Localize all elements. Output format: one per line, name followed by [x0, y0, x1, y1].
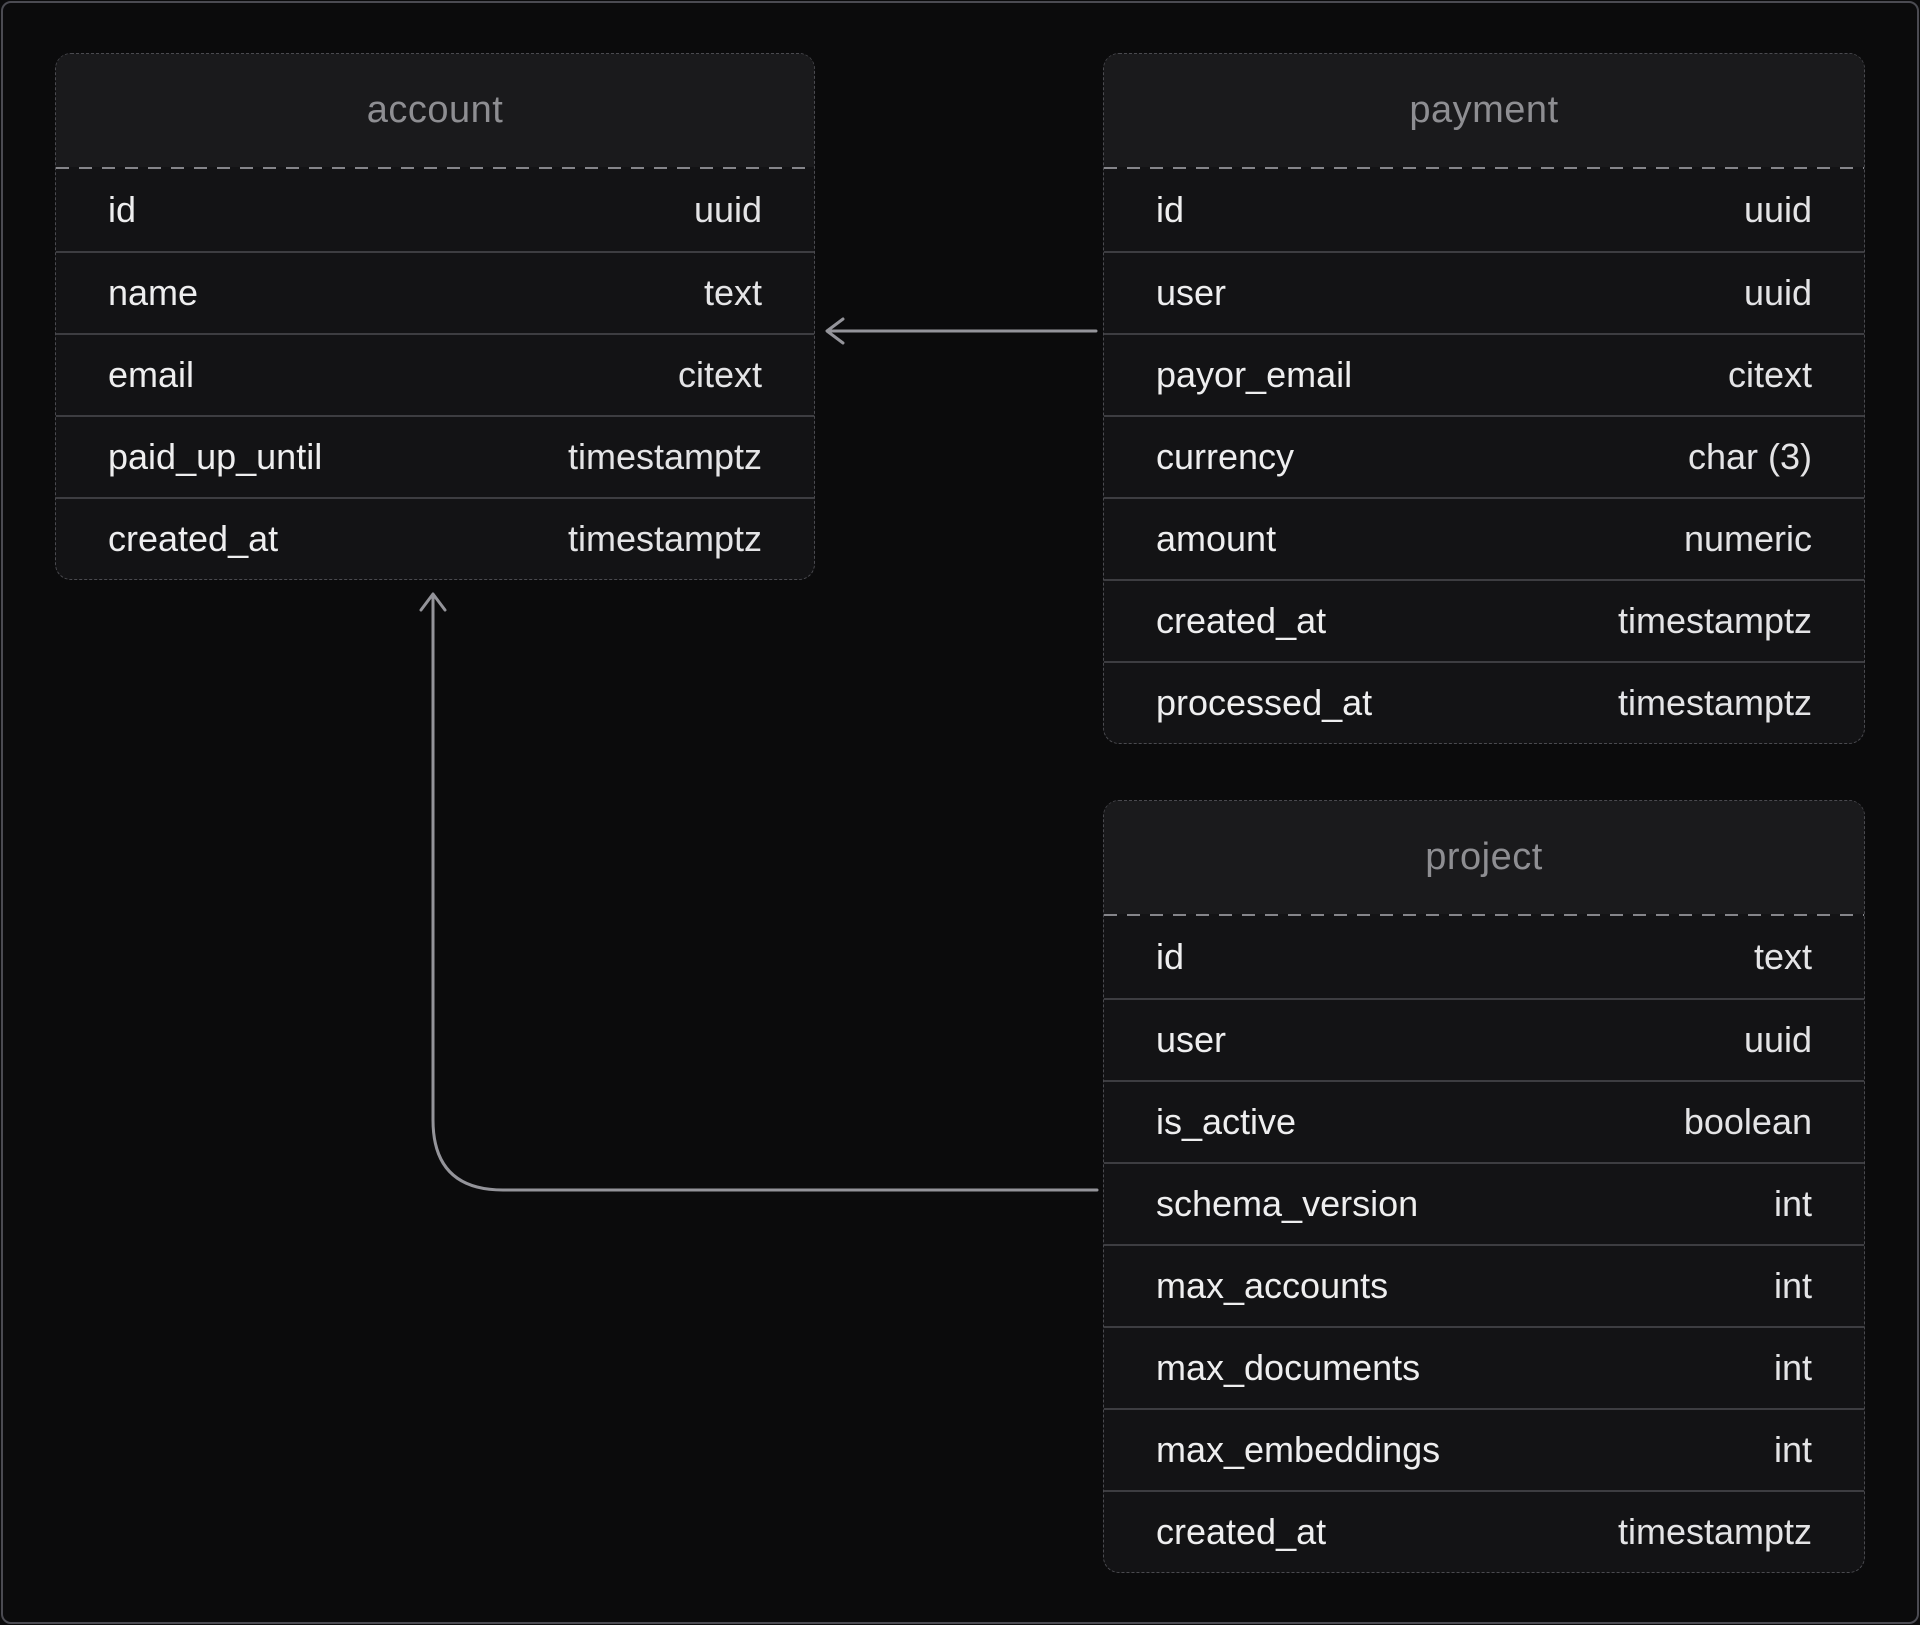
column-type: int [1773, 1183, 1812, 1224]
column-row[interactable]: created_at timestamptz [1104, 579, 1864, 661]
column-type: timestamptz [1617, 682, 1812, 723]
column-name: payor_email [1156, 354, 1353, 395]
column-type: citext [1727, 354, 1812, 395]
column-name: processed_at [1156, 682, 1373, 723]
column-row[interactable]: schema_version int [1104, 1162, 1864, 1244]
column-type: numeric [1683, 518, 1812, 559]
column-type: char (3) [1687, 436, 1812, 477]
column-type: int [1773, 1429, 1812, 1470]
column-row[interactable]: created_at timestamptz [1104, 1490, 1864, 1572]
table-project[interactable]: project id text user uuid is_active bool… [1103, 800, 1865, 1573]
header-divider [1104, 167, 1864, 169]
column-type: citext [677, 354, 762, 395]
column-name: currency [1156, 436, 1295, 477]
column-list: id uuid user uuid payor_email citext cur… [1104, 169, 1864, 743]
column-list: id text user uuid is_active boolean sche… [1104, 916, 1864, 1572]
column-type: uuid [1743, 1019, 1812, 1060]
column-row[interactable]: amount numeric [1104, 497, 1864, 579]
column-name: max_embeddings [1156, 1429, 1441, 1470]
column-row[interactable]: email citext [56, 333, 814, 415]
table-title: account [366, 89, 504, 131]
column-type: uuid [1743, 272, 1812, 313]
column-name: name [108, 272, 199, 313]
column-row[interactable]: user uuid [1104, 998, 1864, 1080]
column-row[interactable]: payor_email citext [1104, 333, 1864, 415]
column-name: max_documents [1156, 1347, 1421, 1388]
column-row[interactable]: id text [1104, 916, 1864, 998]
column-row[interactable]: name text [56, 251, 814, 333]
column-name: user [1156, 272, 1227, 313]
column-type: timestamptz [1617, 600, 1812, 641]
column-name: created_at [1156, 600, 1327, 641]
column-row[interactable]: max_embeddings int [1104, 1408, 1864, 1490]
arrowhead-up-icon [419, 592, 447, 612]
column-row[interactable]: max_documents int [1104, 1326, 1864, 1408]
column-type: int [1773, 1347, 1812, 1388]
column-name: is_active [1156, 1101, 1297, 1142]
column-type: int [1773, 1265, 1812, 1306]
column-row[interactable]: user uuid [1104, 251, 1864, 333]
column-type: text [703, 272, 762, 313]
column-name: max_accounts [1156, 1265, 1389, 1306]
table-title: payment [1409, 89, 1559, 131]
column-row[interactable]: created_at timestamptz [56, 497, 814, 579]
column-row[interactable]: is_active boolean [1104, 1080, 1864, 1162]
column-name: user [1156, 1019, 1227, 1060]
column-row[interactable]: processed_at timestamptz [1104, 661, 1864, 743]
column-name: paid_up_until [108, 436, 323, 477]
column-row[interactable]: currency char (3) [1104, 415, 1864, 497]
relation-line[interactable] [431, 595, 1099, 1192]
column-type: uuid [693, 189, 762, 230]
table-payment[interactable]: payment id uuid user uuid payor_email ci… [1103, 53, 1865, 744]
column-name: id [1156, 936, 1185, 977]
table-header[interactable]: project [1104, 801, 1864, 914]
table-title: project [1425, 836, 1543, 878]
column-list: id uuid name text email citext paid_up_u… [56, 169, 814, 579]
column-row[interactable]: id uuid [1104, 169, 1864, 251]
relation-project-account[interactable] [419, 592, 1099, 1192]
column-name: amount [1156, 518, 1277, 559]
table-account[interactable]: account id uuid name text email citext p… [55, 53, 815, 580]
arrowhead-left-icon [825, 317, 845, 345]
column-name: schema_version [1156, 1183, 1419, 1224]
column-type: timestamptz [1617, 1511, 1812, 1552]
column-name: id [108, 189, 137, 230]
table-header[interactable]: payment [1104, 54, 1864, 167]
column-row[interactable]: max_accounts int [1104, 1244, 1864, 1326]
column-type: text [1753, 936, 1812, 977]
relation-payment-account[interactable] [825, 317, 1098, 345]
column-name: created_at [108, 518, 279, 559]
column-name: email [108, 354, 195, 395]
column-name: created_at [1156, 1511, 1327, 1552]
header-divider [56, 167, 814, 169]
column-row[interactable]: id uuid [56, 169, 814, 251]
column-row[interactable]: paid_up_until timestamptz [56, 415, 814, 497]
table-header[interactable]: account [56, 54, 814, 167]
column-type: boolean [1683, 1101, 1812, 1142]
column-type: uuid [1743, 189, 1812, 230]
header-divider [1104, 914, 1864, 916]
column-name: id [1156, 189, 1185, 230]
column-type: timestamptz [567, 436, 762, 477]
column-type: timestamptz [567, 518, 762, 559]
